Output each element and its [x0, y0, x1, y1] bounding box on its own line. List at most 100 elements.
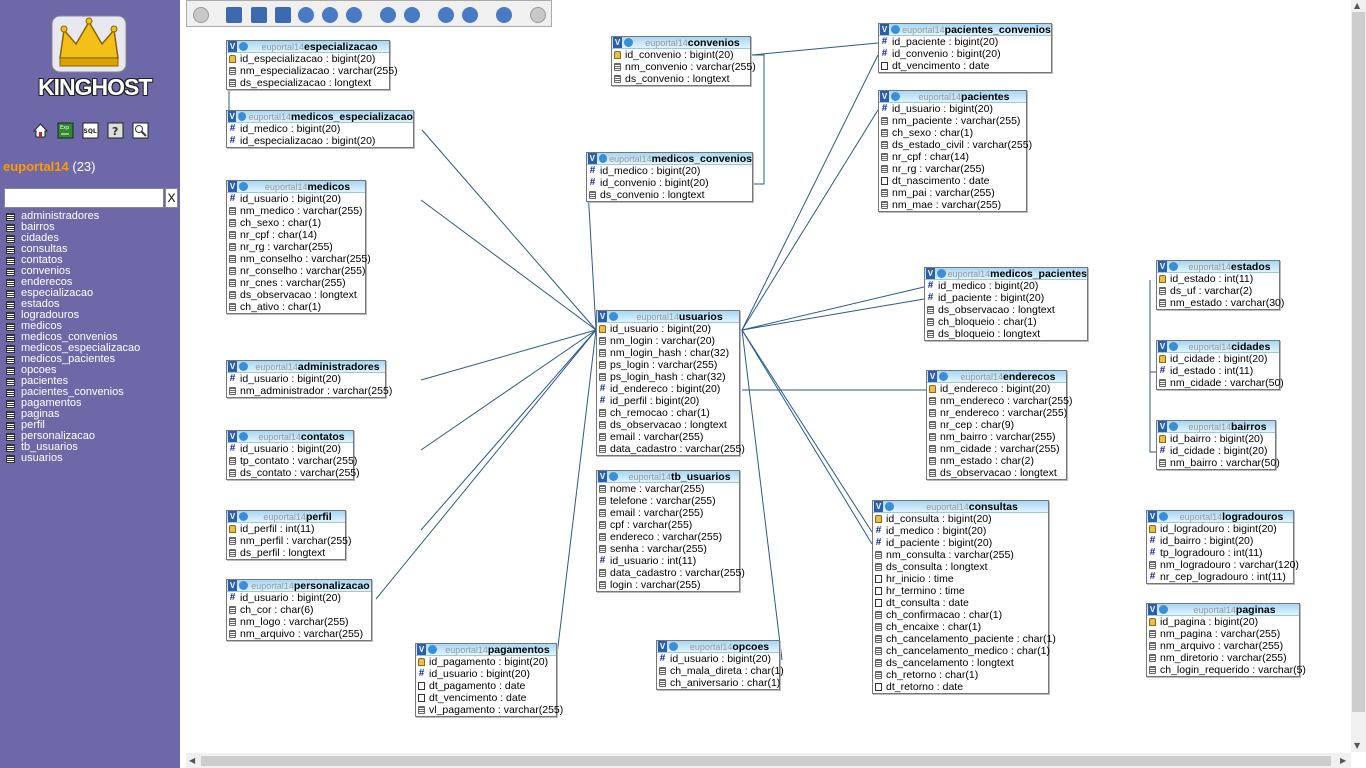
- table-column[interactable]: id_usuario : bigint(20): [597, 323, 739, 335]
- table-column[interactable]: ps_login_hash : char(32): [597, 371, 739, 383]
- table-column[interactable]: #id_usuario : bigint(20): [227, 443, 353, 455]
- sidebar-table-consultas[interactable]: consultas: [6, 244, 140, 255]
- sidebar-table-personalizacao[interactable]: personalizacao: [6, 431, 140, 442]
- table-column[interactable]: nm_paciente : varchar(255): [879, 115, 1026, 127]
- settings-icon[interactable]: [1169, 342, 1178, 351]
- relation-icon[interactable]: [275, 7, 291, 23]
- table-column[interactable]: ch_sexo : char(1): [227, 217, 365, 229]
- table-column[interactable]: id_consulta : bigint(20): [873, 513, 1048, 525]
- table-column[interactable]: ch_aniversario : char(1): [657, 677, 780, 689]
- table-column[interactable]: nm_cidade : varchar(255): [927, 443, 1066, 455]
- table-column[interactable]: dt_vencimento : date: [416, 692, 556, 704]
- table-column[interactable]: #id_usuario : bigint(20): [879, 103, 1026, 115]
- table-column[interactable]: ch_bloqueio : char(1): [925, 316, 1087, 328]
- table-column[interactable]: ch_login_requerido : varchar(5): [1147, 664, 1306, 676]
- table-column[interactable]: id_pagina : bigint(20): [1147, 616, 1299, 628]
- table-column[interactable]: ch_cancelamento_medico : char(1): [873, 645, 1050, 657]
- relation-line[interactable]: [420, 329, 597, 381]
- table-column[interactable]: #nr_cep_logradouro : int(11): [1147, 571, 1293, 583]
- export-icon[interactable]: Exp: [57, 122, 74, 139]
- settings-icon[interactable]: [939, 372, 948, 381]
- table-column[interactable]: ps_login : varchar(255): [597, 359, 739, 371]
- relation-line[interactable]: [751, 42, 879, 56]
- settings-icon[interactable]: [1169, 262, 1178, 271]
- table-column[interactable]: nr_cnes : varchar(255): [227, 277, 365, 289]
- sidebar-table-paginas[interactable]: paginas: [6, 409, 140, 420]
- relation-line[interactable]: [741, 329, 873, 545]
- table-column[interactable]: nm_login_hash : char(32): [597, 347, 739, 359]
- table-column[interactable]: ch_cancelamento_paciente : char(1): [873, 633, 1056, 645]
- table-column[interactable]: ds_perfil : longtext: [227, 547, 345, 559]
- toggle-columns-icon[interactable]: V: [417, 644, 426, 655]
- table-column[interactable]: #id_paciente : bigint(20): [873, 537, 1048, 549]
- small-big-icon[interactable]: [438, 7, 454, 23]
- scroll-up-icon[interactable]: ▲: [1354, 1, 1361, 10]
- angular-links-icon[interactable]: [298, 7, 314, 23]
- table-column[interactable]: id_estado : int(11): [1157, 273, 1279, 285]
- table-filter-input[interactable]: [4, 188, 164, 208]
- table-column[interactable]: ch_cor : char(6): [227, 604, 371, 616]
- table-column[interactable]: nr_endereco : varchar(255): [927, 407, 1067, 419]
- settings-icon[interactable]: [239, 432, 248, 441]
- settings-icon[interactable]: [624, 38, 633, 47]
- table-column[interactable]: nm_perfil : varchar(255): [227, 535, 351, 547]
- table-column[interactable]: #id_usuario : bigint(20): [227, 373, 385, 385]
- toggle-columns-icon[interactable]: V: [228, 511, 237, 522]
- table-column[interactable]: nm_pai : varchar(255): [879, 187, 1026, 199]
- toggle-columns-icon[interactable]: V: [228, 111, 237, 122]
- table-column[interactable]: nr_rg : varchar(255): [227, 241, 365, 253]
- settings-icon[interactable]: [885, 502, 894, 511]
- table-column[interactable]: email : varchar(255): [597, 507, 739, 519]
- table-column[interactable]: nm_estado : char(2): [927, 455, 1066, 467]
- settings-icon[interactable]: [1159, 605, 1168, 614]
- table-column[interactable]: id_logradouro : bigint(20): [1147, 523, 1293, 535]
- table-column[interactable]: nm_arquivo : varchar(255): [227, 628, 371, 640]
- sidebar-table-cidades[interactable]: cidades: [6, 233, 140, 244]
- toggle-columns-icon[interactable]: V: [926, 268, 935, 279]
- toggle-columns-icon[interactable]: V: [874, 501, 883, 512]
- table-column[interactable]: nm_logo : varchar(255): [227, 616, 371, 628]
- scroll-left-icon[interactable]: ◀: [189, 756, 196, 765]
- toggle-columns-icon[interactable]: V: [228, 361, 237, 372]
- table-column[interactable]: tp_contato : varchar(255): [227, 455, 357, 467]
- relation-line[interactable]: [741, 109, 879, 331]
- sidebar-table-medicos-especializacao[interactable]: medicos_especializacao: [6, 343, 140, 354]
- settings-icon[interactable]: [609, 312, 618, 321]
- relation-line[interactable]: [741, 286, 925, 331]
- toggle-columns-icon[interactable]: V: [228, 41, 237, 52]
- table-column[interactable]: nm_arquivo : varchar(255): [1147, 640, 1299, 652]
- sidebar-table-medicos-pacientes[interactable]: medicos_pacientes: [6, 354, 140, 365]
- toggle-columns-icon[interactable]: V: [1158, 261, 1167, 272]
- table-column[interactable]: #id_usuario : bigint(20): [416, 668, 556, 680]
- relation-line[interactable]: [420, 199, 597, 331]
- toggle-columns-icon[interactable]: V: [928, 371, 937, 382]
- relation-line[interactable]: [741, 298, 925, 331]
- zoom-out-icon[interactable]: [496, 7, 512, 23]
- scroll-right-icon[interactable]: ▶: [1340, 756, 1347, 765]
- table-column[interactable]: nome : varchar(255): [597, 483, 739, 495]
- table-column[interactable]: ds_observacao : longtext: [227, 289, 365, 301]
- settings-icon[interactable]: [609, 472, 618, 481]
- relation-line[interactable]: [375, 329, 597, 600]
- table-column[interactable]: #id_usuario : bigint(20): [227, 193, 365, 205]
- table-column[interactable]: nr_cep : char(9): [927, 419, 1066, 431]
- table-column[interactable]: #id_cidade : bigint(20): [1157, 445, 1275, 457]
